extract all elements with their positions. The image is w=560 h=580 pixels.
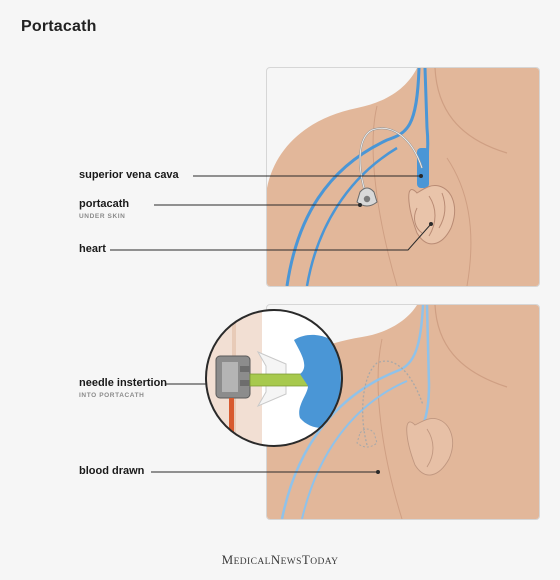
page-title: Portacath <box>21 18 97 36</box>
blood-draw-illustration <box>267 305 539 519</box>
body-silhouette <box>267 68 539 286</box>
superior-vena-cava <box>417 148 429 188</box>
brand-logo: MEDICALNEWSTODAY <box>0 552 560 568</box>
label-blood-drawn: blood drawn <box>79 465 144 477</box>
label-needle-insertion: needle instertion <box>79 377 167 389</box>
bottom-illustration-panel <box>266 304 540 520</box>
label-portacath: portacath <box>79 198 129 210</box>
label-superior-vena-cava: superior vena cava <box>79 169 179 181</box>
needle-hub <box>216 356 250 398</box>
blood-line <box>229 398 234 448</box>
label-portacath-sub: UNDER SKIN <box>79 213 125 220</box>
label-heart: heart <box>79 243 106 255</box>
body-silhouette <box>267 305 539 519</box>
label-needle-insertion-sub: INTO PORTACATH <box>79 392 144 399</box>
top-illustration-panel <box>266 67 540 287</box>
chest-portacath-illustration <box>267 68 539 286</box>
